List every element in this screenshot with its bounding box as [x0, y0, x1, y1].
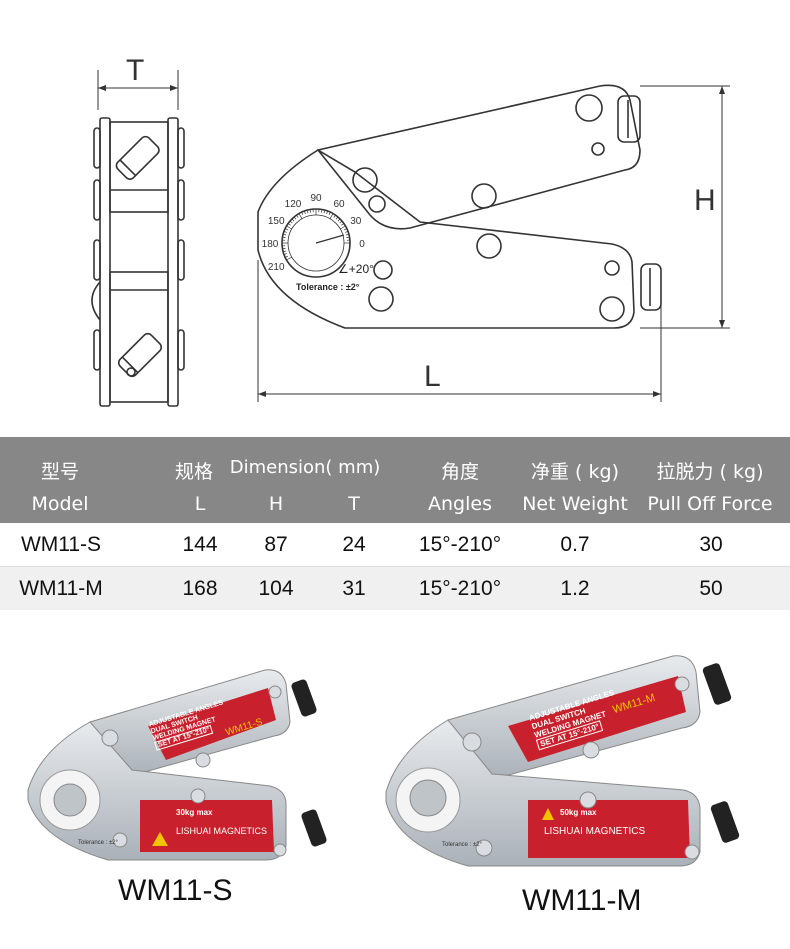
product-m-tolerance: Tolerance : ±2°: [442, 842, 483, 848]
dimension-H-label: H: [694, 184, 716, 217]
cell-L: 168: [182, 577, 218, 600]
dial-tick-mark: [298, 213, 303, 219]
dial-tick-mark: [283, 231, 288, 233]
dial-tick-mark: [337, 218, 341, 222]
dial-tick-mark: [341, 223, 345, 226]
product-photo-s: ADJUSTABLE ANGLES DUAL SWITCH WELDING MA…: [20, 650, 340, 870]
dial-tick-mark: [306, 210, 309, 214]
dial-tick-mark: [283, 250, 287, 253]
dial-tick-mark: [326, 210, 328, 215]
cell-model: WM11-M: [19, 577, 103, 600]
dial-tick-mark: [282, 248, 286, 250]
dial-tick-label: 120: [285, 199, 302, 210]
dial-tick-mark: [340, 225, 346, 230]
cell-force: 50: [699, 577, 723, 600]
dial-tick-mark: [309, 209, 311, 213]
product-m-brand: LISHUAI MAGNETICS: [544, 826, 646, 837]
cell-angles: 15°-210°: [418, 577, 502, 600]
dial-tick-mark: [296, 214, 299, 218]
dial-tick-label: 90: [310, 193, 322, 204]
product-image-s: [27, 669, 327, 861]
header-dimension-en: Dimension( mm): [229, 457, 381, 478]
header-force-cn: 拉脱力 ( kg): [656, 461, 764, 483]
product-s-caption: WM11-S: [118, 874, 233, 907]
header-angles-cn: 角度: [440, 461, 479, 483]
dial-tick-mark: [346, 236, 350, 238]
table-row: WM11-S 144 87 24 15°-210° 0.7 30: [0, 523, 790, 567]
dial-tick-mark: [287, 223, 291, 226]
cell-H: 87: [264, 533, 288, 556]
dial-tick-mark: [304, 210, 306, 215]
header-weight-en: Net Weight: [522, 493, 628, 515]
dial-tick-mark: [335, 216, 339, 220]
header-dimension-cn: 规格: [174, 461, 213, 483]
header-weight-cn: 净重 ( kg): [531, 461, 619, 483]
cell-T: 24: [342, 533, 366, 556]
product-image-m: [385, 655, 740, 867]
header-model-en: Model: [31, 493, 89, 515]
header-col-T: T: [348, 493, 360, 515]
dial-tick-mark: [283, 233, 287, 236]
cell-T: 31: [342, 577, 366, 600]
dial-tick-label: 150: [268, 216, 285, 227]
dial-tick-mark: [291, 218, 295, 222]
dial-tick-mark: [323, 210, 326, 214]
header-col-L: L: [194, 493, 206, 515]
product-s-brand: LISHUAI MAGNETICS: [176, 826, 268, 836]
dial-tick-mark: [321, 209, 323, 213]
dimension-L-label: L: [424, 360, 441, 393]
product-s-tolerance: Tolerance : ±2°: [78, 840, 119, 846]
dial-tick-label: 180: [262, 239, 279, 250]
dial-tick-mark: [339, 220, 343, 224]
dial-tick-mark: [285, 228, 289, 231]
dimension-T-label: T: [126, 54, 145, 87]
dial-tick-mark: [328, 212, 331, 216]
spec-table: 型号 Model 规格 Dimension( mm) L H T 角度 Angl…: [0, 437, 790, 610]
dial-tick-mark: [345, 233, 349, 236]
cell-weight: 1.2: [560, 577, 590, 600]
product-photo-m: ADJUSTABLE ANGLES DUAL SWITCH WELDING MA…: [378, 650, 758, 880]
header-model-cn: 型号: [40, 461, 79, 483]
dial-tick-mark: [293, 216, 297, 220]
cell-force: 30: [699, 533, 723, 556]
header-col-H: H: [268, 493, 284, 515]
header-angles-en: Angles: [428, 493, 492, 515]
dial-tick-label: 60: [333, 199, 345, 210]
dial-tick-label: 30: [350, 216, 362, 227]
dial-tick-label: 0: [359, 239, 365, 250]
cell-model: WM11-S: [20, 533, 102, 556]
product-m-max: 50kg max: [560, 808, 597, 817]
dial-tick-mark: [282, 236, 286, 238]
table-row: WM11-M 168 104 31 15°-210° 1.2 50: [0, 567, 790, 610]
cell-H: 104: [258, 577, 294, 600]
dial-tick-mark: [286, 256, 292, 261]
dial-tick-mark: [301, 212, 304, 216]
dial-tick-mark: [333, 214, 336, 218]
cell-weight: 0.7: [560, 533, 590, 556]
dial-tick-label: 210: [268, 262, 285, 273]
angle-note: ∠+20°: [338, 262, 374, 276]
product-m-caption: WM11-M: [522, 884, 642, 917]
dial-tick-mark: [286, 225, 292, 230]
cell-L: 144: [182, 533, 218, 556]
table-header: 型号 Model 规格 Dimension( mm) L H T 角度 Angl…: [0, 437, 790, 523]
product-s-max: 30kg max: [176, 808, 213, 817]
dial-tick-mark: [329, 213, 334, 219]
dial-tick-mark: [344, 231, 349, 233]
dial-tick-mark: [283, 253, 288, 255]
dial-tick-mark: [289, 220, 293, 224]
dial-tick-mark: [285, 255, 289, 258]
header-force-en: Pull Off Force: [647, 493, 773, 515]
drawing-tolerance: Tolerance : ±2°: [296, 282, 360, 292]
dial-tick-mark: [343, 228, 347, 231]
cell-angles: 15°-210°: [418, 533, 502, 556]
